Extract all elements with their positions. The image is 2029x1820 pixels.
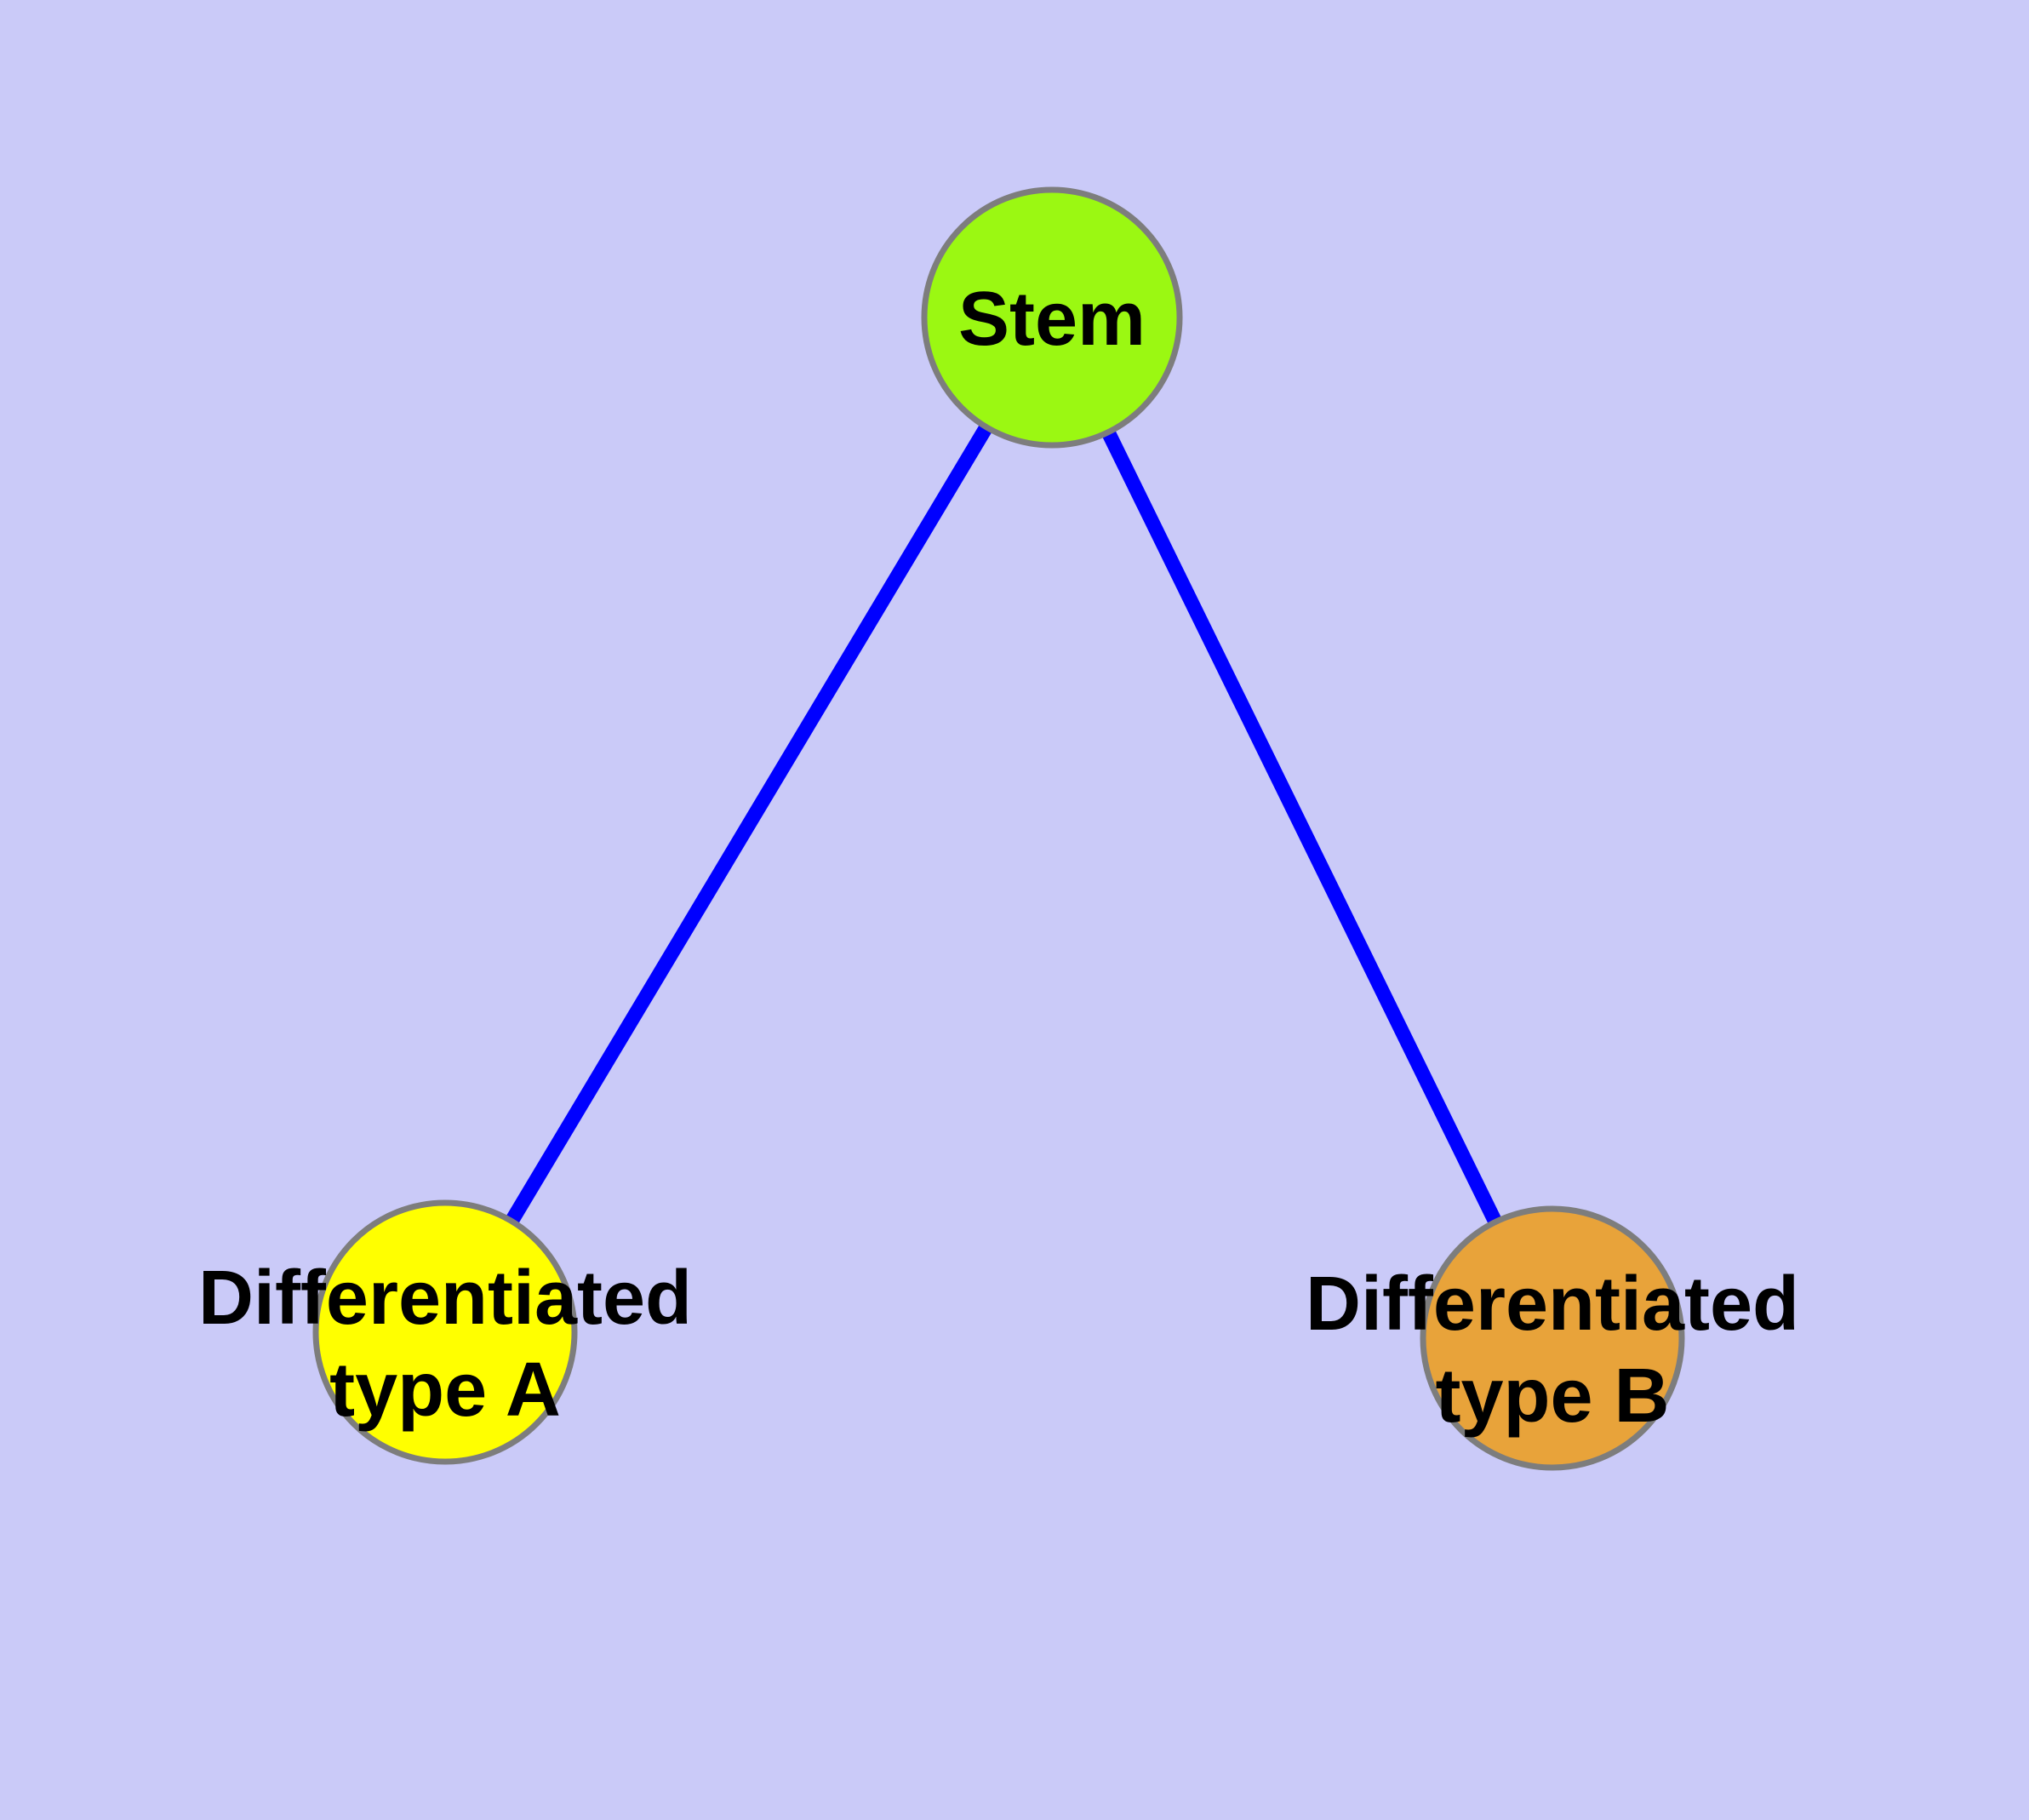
type-a-node-circle[interactable] [312, 1199, 578, 1465]
node-stem: Stem [921, 186, 1183, 449]
stem-node-circle[interactable] [921, 186, 1183, 449]
edge-stem-to-type-a [438, 313, 1059, 1336]
edge-stem-to-type-b [1045, 314, 1559, 1342]
type-b-node-circle[interactable] [1420, 1205, 1685, 1471]
